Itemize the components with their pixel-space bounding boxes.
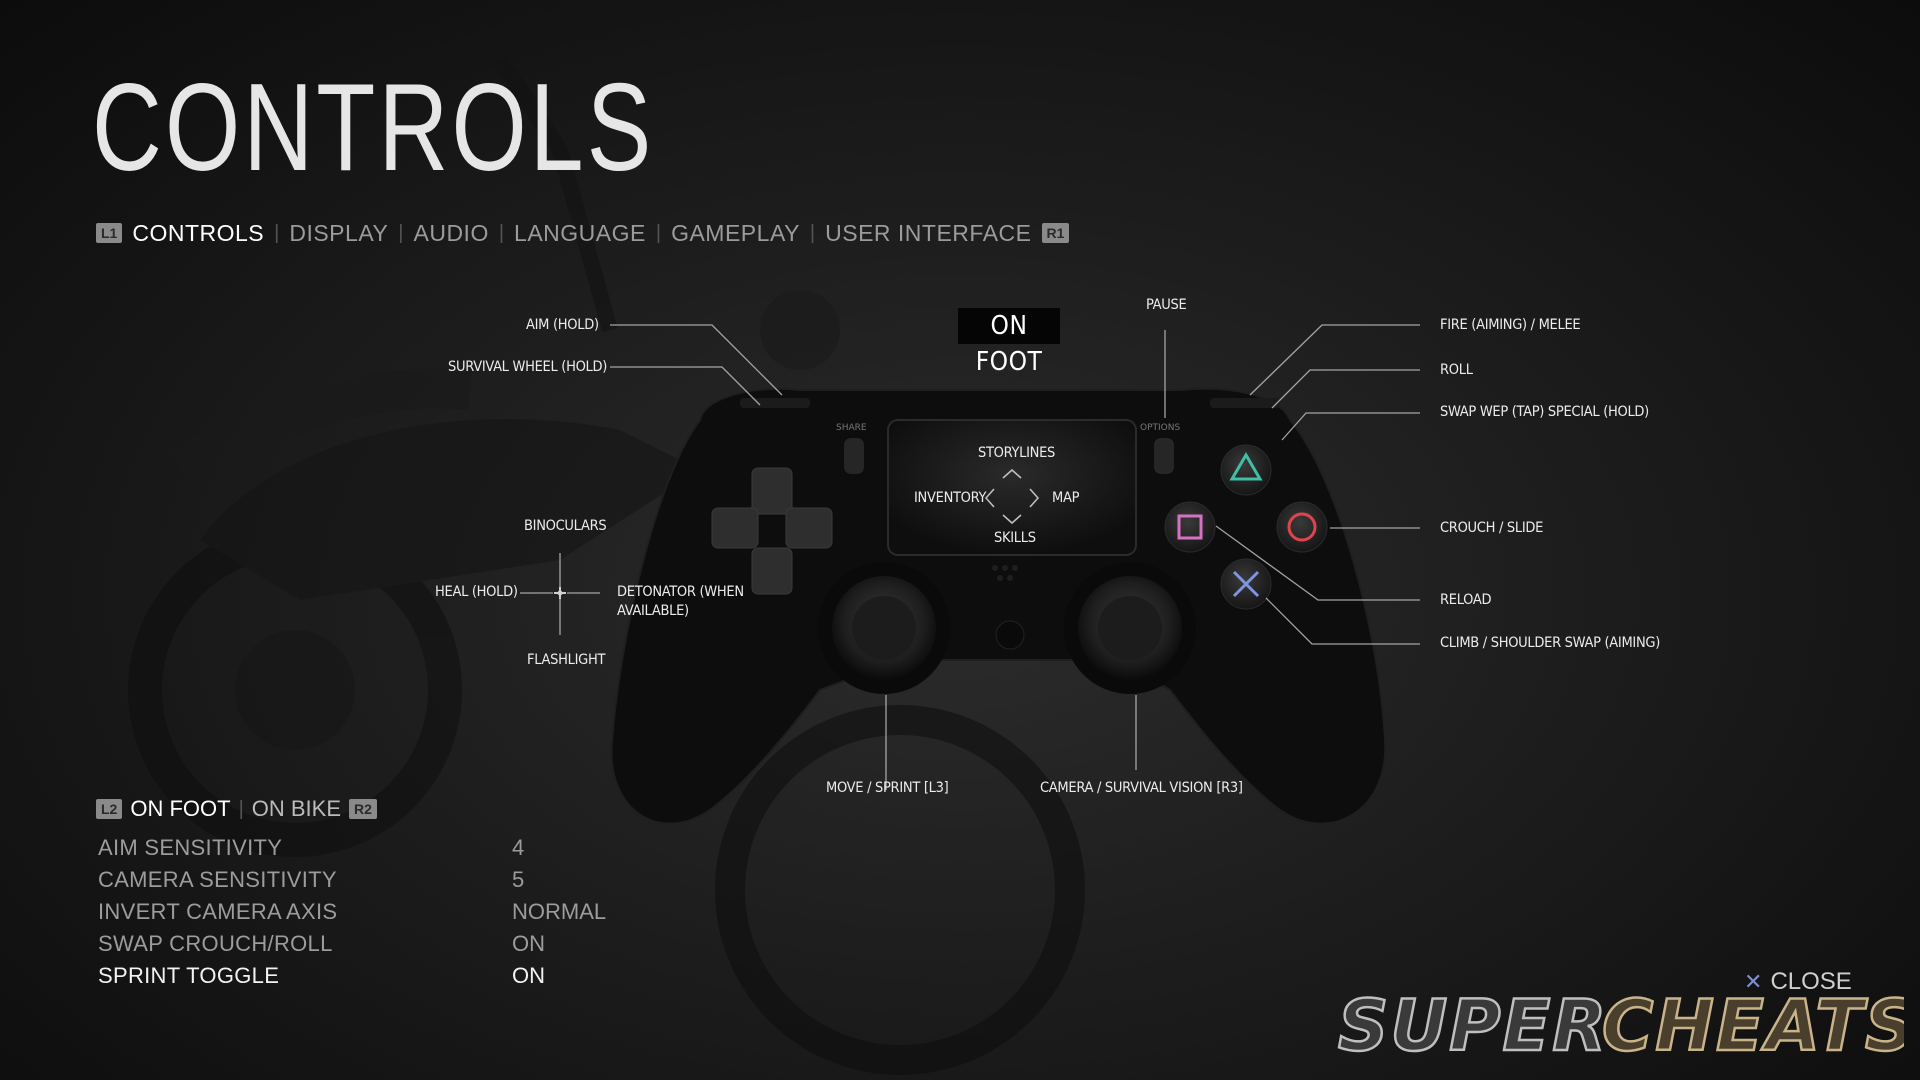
setting-aim-sensitivity[interactable]: AIM SENSITIVITY 4 bbox=[98, 835, 658, 865]
setting-sprint-toggle[interactable]: SPRINT TOGGLE ON bbox=[98, 963, 658, 993]
setting-value: 4 bbox=[512, 835, 525, 860]
super-cheats-watermark-logo: SUPER CHEATS bbox=[1337, 986, 1904, 1066]
setting-name: SWAP CROUCH/ROLL bbox=[98, 931, 333, 956]
l2-button-badge[interactable]: L2 bbox=[96, 799, 123, 819]
pause-label: PAUSE bbox=[1146, 297, 1187, 313]
tab-audio[interactable]: AUDIO bbox=[413, 219, 489, 246]
tab-separator: | bbox=[398, 221, 404, 244]
setting-invert-camera-axis[interactable]: INVERT CAMERA AXIS NORMAL bbox=[98, 899, 658, 929]
dpad-cross-icon bbox=[554, 587, 566, 599]
tab-separator: | bbox=[274, 221, 280, 244]
heal-label: HEAL (HOLD) bbox=[435, 584, 518, 600]
controller-image: SHARE OPTIONS bbox=[610, 387, 1387, 825]
detonator-label-line1: DETONATOR (WHEN bbox=[617, 584, 744, 600]
touchpad-storylines-label: STORYLINES bbox=[978, 445, 1056, 461]
page-title: CONTROLS bbox=[92, 59, 655, 197]
svg-text:SUPER: SUPER bbox=[1338, 986, 1608, 1066]
setting-camera-sensitivity[interactable]: CAMERA SENSITIVITY 5 bbox=[98, 867, 658, 897]
mode-label: ON FOOT bbox=[958, 308, 1060, 377]
setting-swap-crouch-roll[interactable]: SWAP CROUCH/ROLL ON bbox=[98, 931, 658, 961]
svg-text:CHEATS: CHEATS bbox=[1602, 986, 1904, 1066]
tab-gameplay[interactable]: GAMEPLAY bbox=[671, 219, 800, 246]
setting-value: NORMAL bbox=[512, 899, 607, 924]
callout-lines bbox=[520, 324, 1420, 790]
flashlight-label: FLASHLIGHT bbox=[527, 652, 606, 668]
touchpad-skills-label: SKILLS bbox=[994, 530, 1036, 546]
climb-label: CLIMB / SHOULDER SWAP (AIMING) bbox=[1440, 635, 1661, 651]
tab-language[interactable]: LANGUAGE bbox=[514, 219, 646, 246]
touchpad-inventory-label: INVENTORY bbox=[914, 490, 987, 506]
camera-survival-vision-label: CAMERA / SURVIVAL VISION [R3] bbox=[1040, 780, 1243, 796]
setting-name: INVERT CAMERA AXIS bbox=[98, 899, 338, 924]
tab-separator: | bbox=[238, 797, 244, 820]
swap-weapon-label: SWAP WEP (TAP) SPECIAL (HOLD) bbox=[1440, 404, 1649, 420]
square-button-icon bbox=[1177, 514, 1203, 540]
setting-value: 5 bbox=[512, 867, 525, 892]
tab-separator: | bbox=[498, 221, 505, 244]
close-label: CLOSE bbox=[1770, 968, 1852, 995]
setting-value: ON bbox=[512, 931, 545, 956]
touchpad-map-label: MAP bbox=[1052, 490, 1080, 506]
detonator-label-line2: AVAILABLE) bbox=[617, 603, 689, 619]
setting-name: CAMERA SENSITIVITY bbox=[98, 867, 337, 892]
fire-melee-label: FIRE (AIMING) / MELEE bbox=[1440, 317, 1581, 333]
cross-button-icon bbox=[1232, 570, 1260, 598]
triangle-button-icon bbox=[1229, 452, 1263, 481]
tab-separator: | bbox=[655, 221, 662, 244]
mode-tab-bar: L2 ON FOOT | ON BIKE R2 bbox=[96, 796, 377, 822]
reload-label: RELOAD bbox=[1440, 592, 1492, 608]
setting-name: SPRINT TOGGLE bbox=[98, 963, 280, 988]
circle-button-icon bbox=[1287, 512, 1317, 542]
l1-button-badge[interactable]: L1 bbox=[96, 223, 123, 243]
roll-label: ROLL bbox=[1440, 362, 1473, 378]
settings-tab-bar: L1 CONTROLS | DISPLAY | AUDIO | LANGUAGE… bbox=[96, 218, 1070, 248]
survival-wheel-label: SURVIVAL WHEEL (HOLD) bbox=[448, 359, 608, 375]
share-button-label: SHARE bbox=[836, 423, 867, 433]
r2-button-badge[interactable]: R2 bbox=[349, 799, 377, 819]
motorcycle-silhouette bbox=[128, 55, 1085, 1075]
r1-button-badge[interactable]: R1 bbox=[1041, 223, 1070, 243]
tab-user-interface[interactable]: USER INTERFACE bbox=[825, 219, 1032, 246]
tab-controls[interactable]: CONTROLS bbox=[132, 219, 265, 246]
cross-icon: ✕ bbox=[1744, 969, 1763, 994]
close-button[interactable]: ✕ CLOSE bbox=[1744, 968, 1852, 996]
move-sprint-label: MOVE / SPRINT [L3] bbox=[826, 780, 949, 796]
subtab-on-bike[interactable]: ON BIKE bbox=[251, 796, 342, 821]
binoculars-label: BINOCULARS bbox=[524, 518, 607, 534]
setting-name: AIM SENSITIVITY bbox=[98, 835, 283, 860]
touchpad-arrows bbox=[984, 468, 1040, 525]
subtab-on-foot[interactable]: ON FOOT bbox=[130, 796, 231, 821]
aim-hold-label: AIM (HOLD) bbox=[526, 317, 599, 333]
options-button-label: OPTIONS bbox=[1140, 423, 1180, 433]
crouch-slide-label: CROUCH / SLIDE bbox=[1440, 520, 1544, 536]
tab-display[interactable]: DISPLAY bbox=[289, 219, 389, 246]
setting-value: ON bbox=[512, 963, 545, 988]
tab-separator: | bbox=[809, 221, 816, 244]
